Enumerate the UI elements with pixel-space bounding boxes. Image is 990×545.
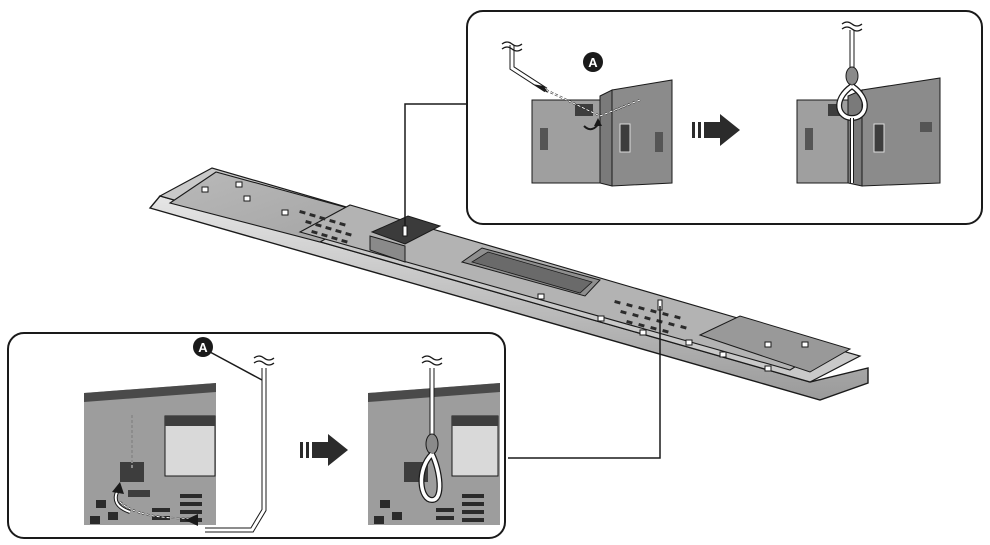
callout-marker-a-icon: A [583, 52, 603, 72]
attach-point-left [402, 225, 408, 237]
callout-bottom-step2 [368, 355, 500, 525]
wire-break-icon [501, 41, 523, 52]
step-arrow-icon [300, 434, 348, 466]
wire-break-icon [421, 355, 443, 366]
vent-grille-left [299, 210, 352, 244]
callout-top: A [466, 10, 983, 225]
wire-break-icon [841, 21, 863, 32]
callout-top-step1: A [501, 41, 673, 187]
soundbar-unit [148, 167, 869, 401]
svg-text:A: A [588, 55, 598, 70]
callout-top-step2 [796, 21, 941, 187]
leader-line-bottom [508, 306, 661, 459]
step-arrow-icon [692, 114, 740, 146]
leader-line-top [404, 103, 468, 226]
leader-lines [404, 103, 661, 459]
mount-holes [201, 181, 809, 372]
insert-arrow-icon [532, 84, 548, 93]
callout-bottom-step1: A [84, 337, 275, 533]
svg-text:A: A [198, 340, 208, 355]
wire-break-icon [253, 355, 275, 366]
callout-bottom: A [7, 332, 506, 539]
callout-marker-a-icon: A [193, 337, 213, 357]
